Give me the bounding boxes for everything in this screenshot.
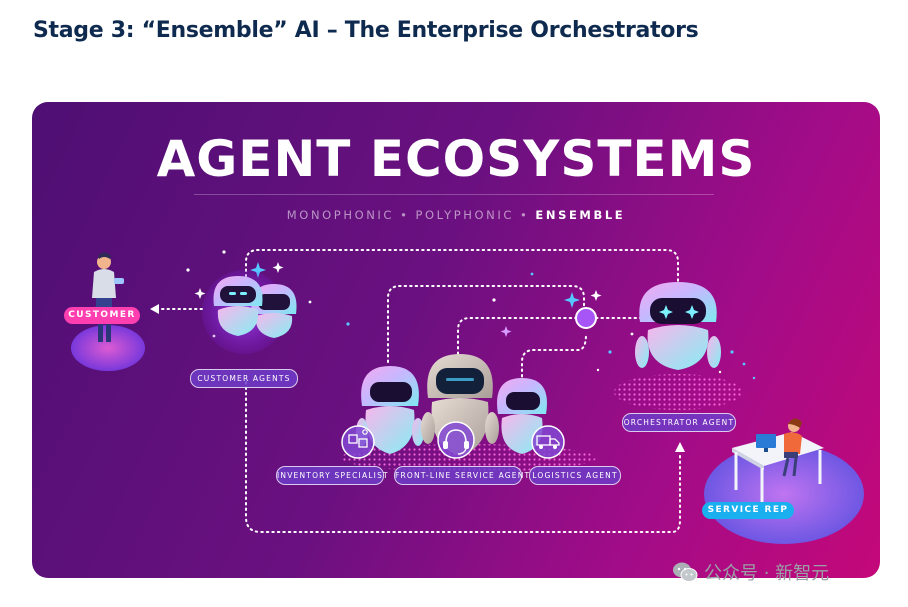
- watermark-text: 公众号 · 新智元: [704, 563, 830, 584]
- infographic-canvas: [71, 249, 864, 544]
- subtitle-separator: •: [520, 208, 530, 222]
- subtitle-monophonic: MONOPHONIC: [286, 208, 395, 222]
- connector-paths: [159, 249, 681, 533]
- robot-customer-agent-front: [213, 276, 263, 336]
- delivery-truck-icon: [531, 425, 565, 459]
- page-heading: Stage 3: “Ensemble” AI – The Enterprise …: [33, 18, 699, 43]
- boxes-icon: [341, 425, 375, 459]
- headset-icon: [437, 421, 475, 459]
- sparkles: [186, 250, 756, 380]
- customer-label: CUSTOMER: [64, 307, 140, 324]
- robot-customer-agent-back: [251, 284, 297, 338]
- orchestrator-agent-label: ORCHESTRATOR AGENT: [622, 413, 736, 432]
- subtitle-ensemble: ENSEMBLE: [535, 208, 626, 222]
- inventory-specialist-label: INVENTORY SPECIALIST: [276, 466, 388, 485]
- orchestration-hub: [575, 307, 597, 329]
- service-rep-label: SERVICE REP: [702, 502, 794, 519]
- service-rep-figure: [704, 418, 864, 544]
- arrow-to-customer: [150, 304, 159, 314]
- logistics-agent-label: LOGISTICS AGENT: [529, 466, 621, 485]
- agent-ecosystems-infographic: AGENT ECOSYSTEMS MONOPHONIC • POLYPHONIC • E…: [32, 102, 880, 578]
- infographic-title: AGENT ECOSYSTEMS: [156, 130, 756, 188]
- infographic-subtitle: MONOPHONIC • POLYPHONIC • ENSEMBLE: [32, 208, 880, 222]
- robot-inventory-specialist: [356, 366, 424, 454]
- subtitle-separator: •: [400, 208, 410, 222]
- watermark: 公众号 · 新智元: [672, 560, 829, 584]
- title-divider: [194, 194, 714, 195]
- customer-agents-figure: [202, 270, 297, 354]
- customer-agents-label: CUSTOMER AGENTS: [190, 369, 298, 388]
- subtitle-polyphonic: POLYPHONIC: [415, 208, 515, 222]
- front-line-service-agent-label: FRONT-LINE SERVICE AGENT: [394, 466, 529, 485]
- wechat-icon: [673, 562, 698, 582]
- customer-figure: [71, 252, 145, 371]
- orchestrator-robot: [614, 282, 742, 410]
- arrow-to-orchestrator: [675, 442, 685, 452]
